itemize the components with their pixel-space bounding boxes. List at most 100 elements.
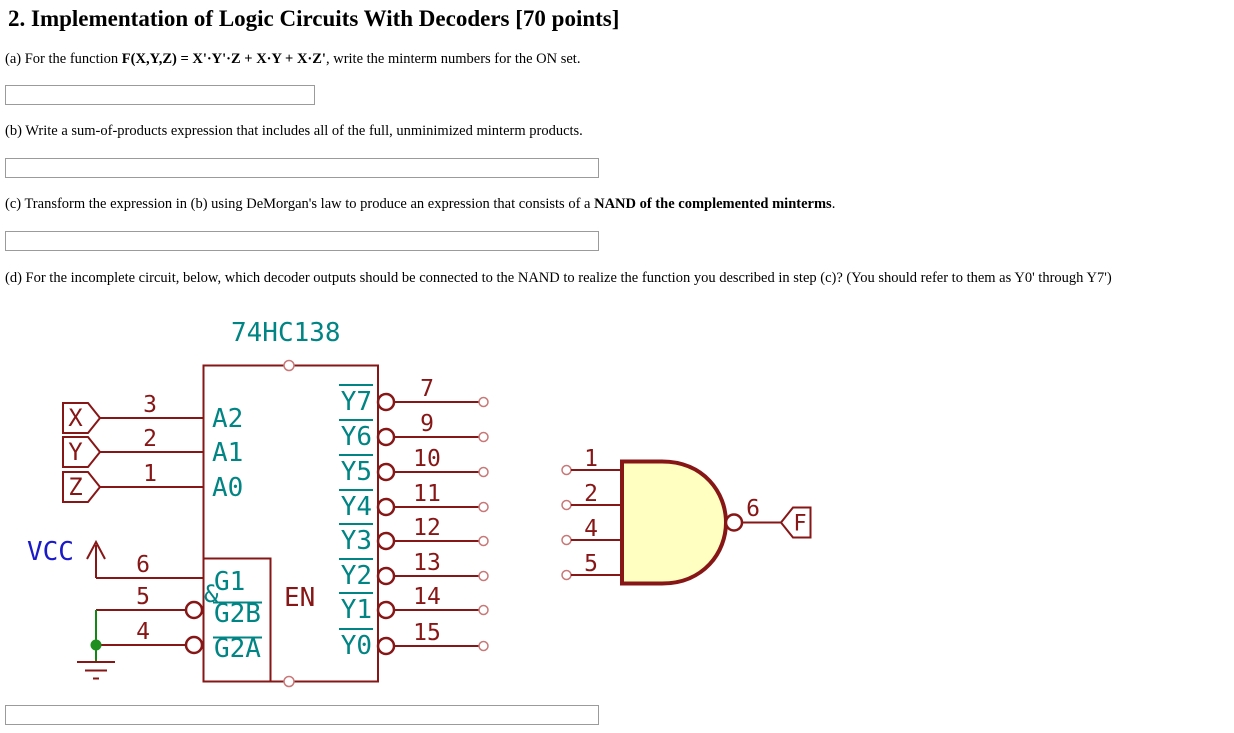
inversion-bubble	[184, 635, 204, 655]
pin-name: Y0	[341, 631, 372, 661]
pin-number: 12	[413, 515, 441, 541]
pin-name: Y5	[341, 457, 372, 487]
output-row-y4: 11 Y4	[339, 481, 489, 522]
nand-gate: 1 2 4 5 6 F	[561, 446, 812, 586]
answer-a-input[interactable]	[5, 85, 315, 105]
pin-name: Y4	[341, 492, 372, 522]
output-row-y1: 14 Y1	[339, 584, 489, 625]
question-c-text: (c) Transform the expression in (b) usin…	[5, 196, 835, 213]
pin-number: 15	[413, 620, 441, 646]
vcc-label: VCC	[27, 537, 74, 567]
inversion-bubble	[376, 566, 396, 586]
pin-number: 5	[136, 584, 150, 610]
junction-dot	[90, 639, 102, 651]
inversion-bubble	[376, 392, 396, 412]
open-end-icon	[561, 464, 572, 476]
pin-number: 10	[413, 446, 441, 472]
open-end-icon	[478, 535, 489, 547]
open-end-icon	[561, 534, 572, 546]
enable-block-outline	[202, 557, 272, 683]
chip-label: 74HC138	[231, 318, 341, 348]
enable-row-g2b: 5 G2B	[96, 584, 262, 629]
pin-name: A0	[212, 473, 243, 503]
unconnected-pin-bottom-icon	[283, 675, 295, 688]
input-row-y: Y 2 A1	[62, 426, 243, 468]
input-tag-z	[62, 471, 102, 503]
inversion-bubble	[376, 462, 396, 482]
pin-number: 9	[420, 411, 434, 437]
output-tag-f-label: F	[793, 512, 806, 537]
pin-name: G1	[214, 567, 245, 597]
enable-row-g2a: 4 G2A	[96, 619, 262, 664]
output-row-y7: 7 Y7	[339, 376, 489, 417]
question-b-text: (b) Write a sum-of-products expression t…	[5, 123, 583, 139]
output-row-y2: 13 Y2	[339, 550, 489, 591]
ground-branch	[77, 610, 115, 680]
pin-number: 11	[413, 481, 441, 507]
pin-number: 13	[413, 550, 441, 576]
open-end-icon	[478, 501, 489, 513]
input-tag-x-label: X	[68, 404, 83, 432]
pin-number: 6	[746, 496, 760, 522]
inversion-bubble	[376, 531, 396, 551]
pin-name: Y1	[341, 595, 372, 625]
question-a-formula: F(X,Y,Z) = X'·Y'·Z + X·Y + X·Z'	[121, 51, 326, 67]
enable-row-g1: 6 G1	[96, 552, 245, 597]
question-a-post: , write the minterm numbers for the ON s…	[325, 51, 581, 67]
power-arrow-icon	[86, 539, 106, 560]
inversion-bubble	[376, 427, 396, 447]
pin-name: A2	[212, 404, 243, 434]
enable-group-label: EN	[284, 583, 315, 613]
pin-number: 1	[143, 461, 157, 487]
open-end-icon	[478, 466, 489, 478]
pin-number: 7	[420, 376, 434, 402]
open-end-icon	[478, 604, 489, 616]
answer-c-input[interactable]	[5, 231, 599, 251]
pin-number: 14	[413, 584, 441, 610]
pin-name: Y3	[341, 526, 372, 556]
question-d-text: (d) For the incomplete circuit, below, w…	[5, 270, 1112, 286]
and-symbol: &	[204, 580, 219, 608]
open-end-icon	[478, 396, 489, 408]
input-row-z: Z 1 A0	[62, 461, 243, 503]
question-c-bold: NAND of the complemented minterms	[594, 196, 832, 212]
answer-d-input[interactable]	[5, 705, 599, 725]
pin-name: Y6	[341, 422, 372, 452]
pin-number: 1	[584, 446, 598, 472]
output-tag-f	[779, 506, 812, 539]
pin-name: Y7	[341, 387, 372, 417]
page-title: 2. Implementation of Logic Circuits With…	[8, 6, 620, 31]
inversion-bubble	[724, 513, 744, 532]
pin-number: 4	[136, 619, 150, 645]
pin-name: Y2	[341, 561, 372, 591]
question-c-pre: (c) Transform the expression in (b) usin…	[5, 196, 595, 212]
open-end-icon	[561, 569, 572, 581]
pin-name: G2A	[214, 634, 261, 664]
pin-number: 4	[584, 516, 598, 542]
vcc-power: VCC	[27, 537, 106, 578]
input-tag-y	[62, 436, 102, 468]
question-a-text: (a) For the function F(X,Y,Z) = X'·Y'·Z …	[5, 51, 580, 68]
inversion-bubble	[184, 600, 204, 620]
input-tag-x	[62, 402, 102, 434]
open-end-icon	[478, 431, 489, 443]
inversion-bubble	[376, 497, 396, 517]
input-row-x: X 3 A2	[62, 392, 243, 434]
output-row-y5: 10 Y5	[339, 446, 489, 487]
inversion-bubble	[376, 636, 396, 656]
pin-number: 3	[143, 392, 157, 418]
pin-name: G2B	[214, 599, 261, 629]
pin-number: 2	[584, 481, 598, 507]
output-row-y0: 15 Y0	[339, 620, 489, 661]
inversion-bubble	[376, 600, 396, 620]
question-c-post: .	[831, 196, 836, 212]
input-tag-z-label: Z	[68, 473, 82, 501]
open-end-icon	[561, 499, 572, 511]
nand-gate-body	[620, 459, 729, 586]
answer-b-input[interactable]	[5, 158, 599, 178]
pin-number: 6	[136, 552, 150, 578]
open-end-icon	[478, 640, 489, 652]
output-row-y3: 12 Y3	[339, 515, 489, 556]
pin-name: A1	[212, 438, 243, 468]
